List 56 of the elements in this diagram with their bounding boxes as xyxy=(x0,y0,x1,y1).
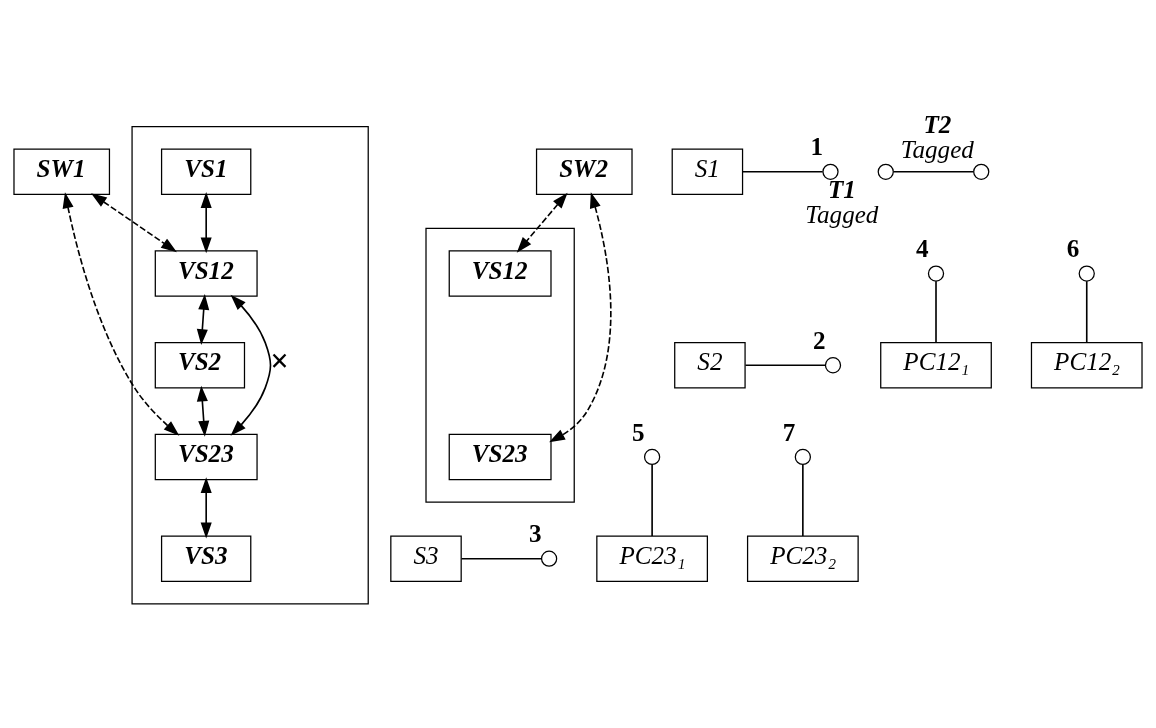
arrow xyxy=(91,193,177,253)
node-box: VS2 xyxy=(154,342,246,389)
node-box: VS23 xyxy=(448,433,552,481)
node-label: T2 xyxy=(923,110,952,138)
node-box: PC12₂ xyxy=(1030,342,1143,389)
node-circle xyxy=(973,163,990,180)
connector xyxy=(892,171,975,173)
connector xyxy=(742,171,824,173)
node-box: S2 xyxy=(674,342,746,389)
node-label: Tagged xyxy=(805,201,879,229)
arrow xyxy=(549,192,612,443)
node-box: VS3 xyxy=(160,535,252,582)
node-circle xyxy=(794,448,811,466)
node-circle xyxy=(643,448,661,466)
node-circle xyxy=(1078,265,1095,282)
node-box: SW2 xyxy=(535,148,633,196)
node-box: VS12 xyxy=(448,250,552,297)
connector xyxy=(802,463,804,537)
node-label: 6 xyxy=(1066,235,1080,263)
arrow xyxy=(62,192,180,436)
node-circle xyxy=(824,357,842,374)
node-circle xyxy=(540,550,558,567)
arrow xyxy=(200,192,212,254)
node-box: VS23 xyxy=(154,433,258,481)
connector xyxy=(460,557,543,560)
node-label: 4 xyxy=(915,235,929,263)
arrow xyxy=(196,385,210,437)
node-box: SW1 xyxy=(13,148,111,196)
edge-label: × xyxy=(270,342,289,379)
arrow xyxy=(516,192,568,253)
node-label: 5 xyxy=(632,418,645,446)
node-label: T1 xyxy=(827,176,856,204)
node-circle xyxy=(927,265,945,282)
arrow xyxy=(230,294,272,436)
node-box: VS1 xyxy=(160,148,252,196)
node-label: 3 xyxy=(529,520,542,548)
connector xyxy=(651,463,653,537)
node-circle xyxy=(877,163,894,180)
node-box: S3 xyxy=(390,535,462,582)
node-box: PC23₂ xyxy=(746,535,859,582)
node-box: PC12₁ xyxy=(880,342,992,389)
node-box: S1 xyxy=(671,148,744,196)
node-box: VS12 xyxy=(154,250,258,297)
node-box: PC23₁ xyxy=(596,535,708,582)
connector xyxy=(1085,280,1088,344)
node-circle xyxy=(822,163,839,180)
node-label: 2 xyxy=(812,326,826,354)
cluster xyxy=(131,125,369,605)
node-label: Tagged xyxy=(900,135,974,163)
node-label: 7 xyxy=(782,418,796,446)
node-label: 1 xyxy=(810,133,823,161)
arrow xyxy=(196,293,210,346)
arrow xyxy=(200,477,212,539)
cluster xyxy=(425,227,575,503)
connector xyxy=(744,364,826,367)
connector xyxy=(935,280,937,344)
